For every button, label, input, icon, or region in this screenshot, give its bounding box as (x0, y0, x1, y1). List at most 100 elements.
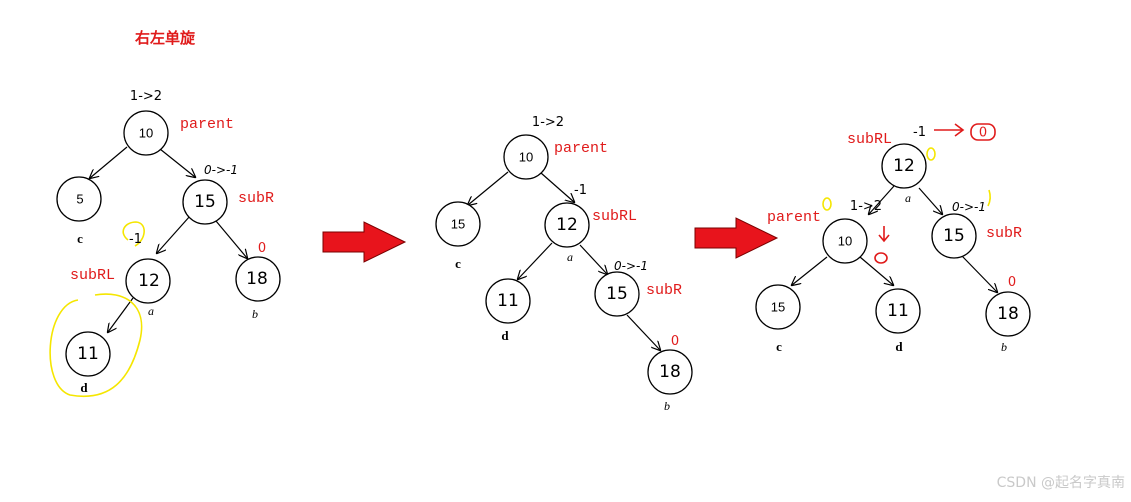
highlight-mark (987, 189, 991, 207)
tree-node (485, 278, 531, 324)
edge (108, 297, 134, 332)
highlight-mark (822, 197, 832, 211)
highlight-mark (122, 221, 145, 247)
tree-before: 10 5 15 12 18 11 1->2 parent 0->-1 subR … (49, 89, 281, 397)
subRL-label: subRL (847, 131, 892, 148)
edge (869, 185, 895, 214)
balance-factor: 0->-1 (952, 200, 986, 214)
tree-node (544, 202, 590, 248)
tree-node (435, 201, 481, 247)
parent-label: parent (767, 209, 821, 226)
tree-middle: 10 15 12 11 15 18 1->2 parent -1 subRL 0… (435, 115, 693, 413)
edge (518, 242, 553, 279)
tree-node (881, 143, 927, 189)
node-value: 10 (139, 126, 153, 141)
balance-factor: 1->2 (130, 89, 162, 104)
parent-label: parent (554, 140, 608, 157)
node-value: 18 (246, 269, 268, 289)
tree-node (123, 110, 169, 156)
subRL-label: subRL (592, 208, 637, 225)
balance-factor: -1 (129, 232, 142, 247)
node-value: 5 (76, 192, 83, 207)
node-value: 11 (497, 291, 519, 311)
page-title: 右左单旋 (135, 29, 196, 47)
balance-factor: 0->-1 (614, 259, 648, 273)
node-value: 12 (893, 156, 915, 176)
tree-node (822, 218, 868, 264)
subtree-label: d (501, 328, 509, 343)
node-value: 18 (659, 362, 681, 382)
subtree-label: b (664, 399, 670, 413)
edge (579, 244, 607, 274)
balance-factor: -1 (913, 125, 926, 140)
transition-arrow (322, 221, 407, 263)
watermark: CSDN @起名字真南 (997, 475, 1125, 491)
tree-after: 12 10 15 15 11 18 -1 0 subRL parent 1->2… (755, 123, 1031, 354)
balance-factor: 0 (258, 241, 266, 256)
node-value: 11 (77, 344, 99, 364)
tree-node (755, 284, 801, 330)
node-value: 10 (838, 234, 852, 249)
edge (215, 220, 247, 258)
transition-arrow (694, 217, 779, 259)
node-value: 11 (887, 301, 909, 321)
edge (159, 148, 195, 177)
subtree-label: b (1001, 340, 1007, 354)
balance-factor: -1 (574, 183, 587, 198)
highlight-loop (49, 293, 143, 397)
edge (859, 256, 893, 285)
edge (468, 171, 509, 205)
balance-factor: 0 (1008, 275, 1016, 290)
edge (961, 255, 997, 292)
tree-node (235, 256, 281, 302)
edge (626, 314, 660, 350)
node-value: 12 (556, 215, 578, 235)
balance-factor: 0->-1 (204, 163, 238, 177)
node-value: 12 (138, 271, 160, 291)
subtree-label: c (455, 256, 461, 271)
subRL-label: subRL (70, 267, 115, 284)
subR-label: subR (646, 282, 682, 299)
node-value: 15 (194, 192, 216, 212)
tree-node (985, 291, 1031, 337)
subtree-label: d (80, 380, 88, 395)
change-arrow-icon (878, 226, 890, 243)
node-value: 18 (997, 304, 1019, 324)
edge (157, 215, 191, 253)
node-value: 15 (943, 226, 965, 246)
new-bf-mark (874, 252, 888, 264)
node-value: 15 (606, 284, 628, 304)
subtree-label: d (895, 339, 903, 354)
highlight-mark (926, 147, 936, 161)
tree-node (647, 349, 693, 395)
subR-label: subR (238, 190, 274, 207)
new-bf-box (970, 123, 996, 141)
subR-label: subR (986, 225, 1022, 242)
tree-node (125, 258, 171, 304)
subtree-label: c (776, 339, 782, 354)
change-arrow-icon (934, 123, 965, 137)
subtree-label: c (77, 231, 83, 246)
tree-node (875, 288, 921, 334)
edge (90, 146, 128, 178)
node-value: 15 (771, 300, 785, 315)
balance-factor: 0 (979, 126, 987, 141)
node-value: 10 (519, 150, 533, 165)
tree-node (931, 213, 977, 259)
tree-node (503, 134, 549, 180)
tree-node (56, 176, 102, 222)
balance-factor: 0 (671, 334, 679, 349)
tree-node (594, 271, 640, 317)
tree-node (65, 331, 111, 377)
subtree-label: a (905, 191, 911, 205)
edge (540, 172, 574, 202)
tree-node (182, 179, 228, 225)
parent-label: parent (180, 116, 234, 133)
edge (792, 256, 828, 285)
edge (918, 187, 942, 214)
balance-factor: 1->2 (532, 115, 564, 130)
balance-factor: 1->2 (850, 199, 882, 214)
subtree-label: a (567, 250, 573, 264)
subtree-label: b (252, 307, 258, 321)
